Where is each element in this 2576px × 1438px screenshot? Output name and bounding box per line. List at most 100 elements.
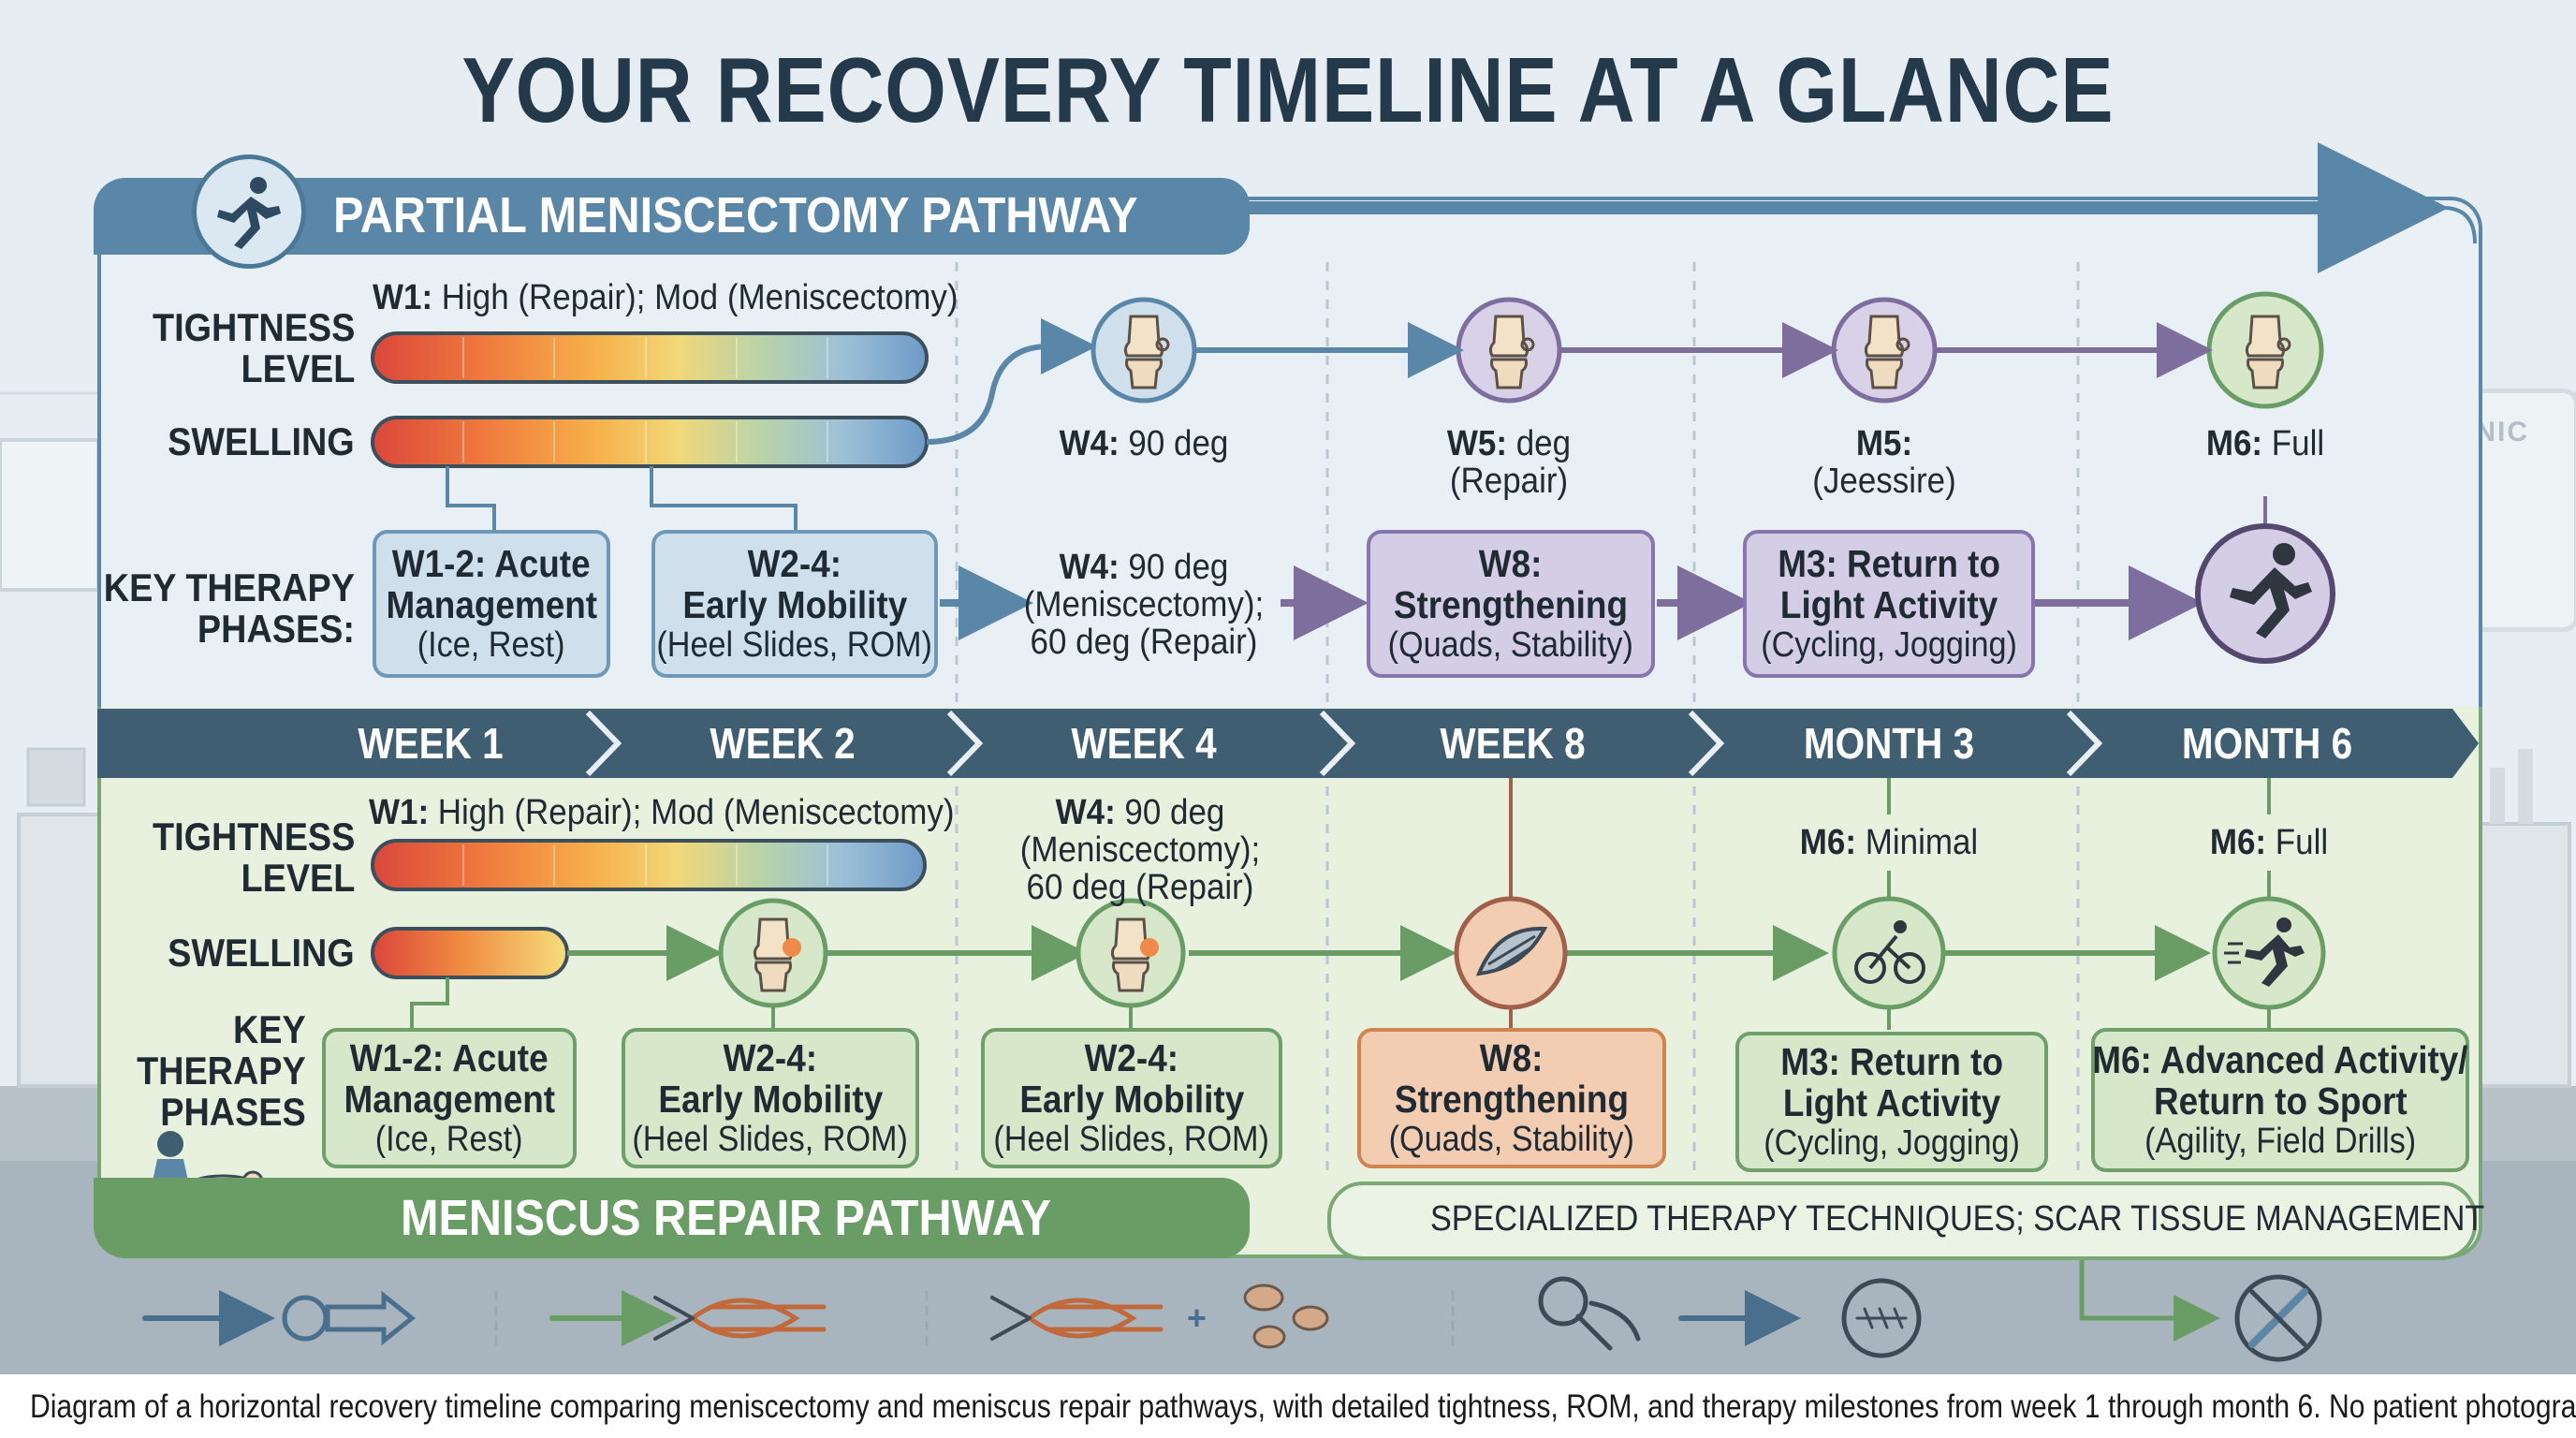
top-tightness-note-text: High (Repair); Mod (Meniscectomy) bbox=[432, 278, 959, 317]
top-tightness-label: TIGHTNESS LEVEL bbox=[153, 307, 355, 389]
top-phase-early-mobility: W2-4: Early Mobility (Heel Slides, ROM) bbox=[651, 530, 938, 678]
bottom-tightness-note-key: W1: bbox=[369, 793, 430, 832]
bottom-phases-label-line2: THERAPY bbox=[137, 1049, 306, 1093]
running-person-icon bbox=[217, 177, 281, 249]
bottom-phase-early-mobility-2-title1: W2-4: bbox=[1084, 1036, 1179, 1079]
bottom-m6-minimal-key: M6: bbox=[1799, 823, 1857, 862]
top-tightness-label-line1: TIGHTNESS bbox=[152, 305, 355, 349]
bottom-phase-light-activity-title2: Light Activity bbox=[1782, 1081, 2001, 1124]
sprinter-icon bbox=[2230, 543, 2312, 638]
top-milestone-w5: W5: deg (Repair) bbox=[1412, 425, 1605, 500]
bottom-phase-return-to-sport: M6: Advanced Activity/ Return to Sport (… bbox=[2091, 1028, 2469, 1172]
top-phase-light-activity: M3: Return to Light Activity (Cycling, J… bbox=[1743, 530, 2035, 678]
timeline-week-1: WEEK 1 bbox=[358, 719, 504, 768]
bottom-tightness-note: W1: High (Repair); Mod (Meniscectomy) bbox=[369, 794, 955, 831]
top-phase-acute: W1-2: Acute Management (Ice, Rest) bbox=[373, 530, 610, 678]
top-phase-acute-title2: Management bbox=[386, 583, 597, 626]
top-tightness-note-key: W1: bbox=[373, 278, 433, 317]
timeline-week-2: WEEK 2 bbox=[710, 719, 856, 768]
legend-strip: + bbox=[142, 1274, 2322, 1362]
top-phase-early-mobility-title2: Early Mobility bbox=[682, 583, 907, 626]
top-phase-early-mobility-title1: W2-4: bbox=[747, 542, 842, 585]
bottom-phase-return-to-sport-detail: (Agility, Field Drills) bbox=[2144, 1122, 2417, 1161]
repair-banner-title: MENISCUS REPAIR PATHWAY bbox=[401, 1190, 1051, 1246]
top-milestone-m5: M5: (Jeessire) bbox=[1787, 425, 1982, 500]
tissue-icon bbox=[1454, 896, 1568, 1010]
running-person-badge bbox=[192, 154, 306, 269]
bottom-m6-full-key: M6: bbox=[2209, 823, 2267, 862]
bottom-knee-1 bbox=[718, 898, 828, 1008]
bottom-swelling-label: SWELLING bbox=[168, 931, 355, 975]
top-phase-strengthening: W8: Strengthening (Quads, Stability) bbox=[1367, 530, 1655, 678]
top-rom-note-key: W4: bbox=[1059, 548, 1120, 587]
timeline-week-4: WEEK 4 bbox=[1071, 719, 1217, 768]
top-phase-early-mobility-detail: (Heel Slides, ROM) bbox=[656, 625, 933, 665]
bottom-phase-strengthening-title1: W8: bbox=[1480, 1036, 1544, 1079]
bottom-phase-early-mobility-2-title2: Early Mobility bbox=[1019, 1078, 1244, 1121]
top-runner-badge bbox=[2195, 523, 2335, 664]
bottom-phase-acute: W1-2: Acute Management (Ice, Rest) bbox=[322, 1028, 577, 1168]
bottom-phase-acute-title2: Management bbox=[344, 1078, 555, 1121]
top-phases-label-line1: KEY THERAPY bbox=[103, 565, 355, 609]
bottom-rom-note-line2: (Meniscectomy); bbox=[1019, 830, 1261, 870]
top-milestone-w5-key: W5: bbox=[1446, 424, 1508, 463]
bottom-phase-strengthening-detail: (Quads, Stability) bbox=[1388, 1120, 1635, 1159]
bottom-sprinter-icon bbox=[2212, 896, 2326, 1010]
top-phases-label-line2: PHASES: bbox=[197, 607, 355, 651]
svg-text:+: + bbox=[1187, 1299, 1207, 1337]
top-tightness-note: W1: High (Repair); Mod (Meniscectomy) bbox=[373, 279, 959, 316]
top-milestone-w5-text: deg bbox=[1507, 424, 1572, 463]
bottom-phase-strengthening: W8: Strengthening (Quads, Stability) bbox=[1357, 1028, 1666, 1168]
bottom-phase-return-to-sport-title2: Return to Sport bbox=[2153, 1079, 2408, 1123]
bottom-tightness-note-text: High (Repair); Mod (Meniscectomy) bbox=[429, 793, 955, 832]
top-phases-label: KEY THERAPY PHASES: bbox=[104, 567, 355, 650]
bottom-phase-return-to-sport-title1: M6: Advanced Activity/ bbox=[2092, 1038, 2468, 1081]
top-rom-note-line2: (Meniscectomy); bbox=[1023, 585, 1265, 624]
top-rom-note: W4: 90 deg (Meniscectomy); 60 deg (Repai… bbox=[1023, 549, 1265, 661]
bottom-phase-early-mobility-1-detail: (Heel Slides, ROM) bbox=[632, 1120, 909, 1159]
top-milestone-m6-text: Full bbox=[2262, 424, 2325, 463]
bottom-m6-minimal-text: Minimal bbox=[1856, 823, 1979, 862]
bottom-knee-2 bbox=[1076, 898, 1186, 1008]
bottom-phase-strengthening-title2: Strengthening bbox=[1394, 1078, 1630, 1121]
top-milestone-w4: W4: 90 deg bbox=[1049, 425, 1238, 462]
timeline-bar bbox=[97, 709, 2479, 778]
bottom-phase-light-activity: M3: Return to Light Activity (Cycling, J… bbox=[1735, 1032, 2048, 1172]
top-milestone-m5-key: M5: bbox=[1855, 424, 1913, 463]
top-knee-1 bbox=[1090, 297, 1197, 404]
specialized-therapy-text: SPECIALIZED THERAPY TECHNIQUES; SCAR TIS… bbox=[1430, 1199, 2485, 1239]
top-rom-note-text: 90 deg bbox=[1119, 548, 1229, 587]
bottom-phase-light-activity-title1: M3: Return to bbox=[1780, 1040, 2003, 1083]
top-tightness-label-line2: LEVEL bbox=[241, 346, 355, 390]
meniscectomy-banner-title: PARTIAL MENISCECTOMY PATHWAY bbox=[333, 187, 1138, 243]
top-phase-strengthening-detail: (Quads, Stability) bbox=[1387, 625, 1634, 665]
top-tightness-bar bbox=[371, 331, 929, 384]
top-phase-light-activity-title1: M3: Return to bbox=[1778, 542, 2000, 585]
bottom-phases-label-line1: KEY bbox=[233, 1007, 306, 1051]
top-phase-acute-title1: W1-2: Acute bbox=[392, 542, 591, 585]
timeline-week-8: WEEK 8 bbox=[1440, 719, 1586, 768]
bottom-phase-light-activity-detail: (Cycling, Jogging) bbox=[1764, 1123, 2020, 1163]
bottom-tightness-label-line1: TIGHTNESS bbox=[152, 814, 355, 858]
bottom-m6-minimal: M6: Minimal bbox=[1768, 824, 2010, 861]
top-swelling-bar bbox=[371, 416, 929, 468]
top-milestone-w5-line2: (Repair) bbox=[1449, 462, 1569, 501]
bottom-rom-note-key: W4: bbox=[1055, 793, 1116, 832]
top-phase-strengthening-title1: W8: bbox=[1479, 542, 1543, 585]
top-rom-note-line3: 60 deg (Repair) bbox=[1030, 623, 1258, 662]
bottom-phase-early-mobility-2-detail: (Heel Slides, ROM) bbox=[993, 1120, 1270, 1159]
cyclist-icon bbox=[1832, 896, 1946, 1010]
bottom-phase-acute-title1: W1-2: Acute bbox=[350, 1036, 549, 1079]
top-swelling-label: SWELLING bbox=[168, 419, 355, 463]
top-milestone-w4-key: W4: bbox=[1059, 424, 1120, 463]
specialized-therapy-pill bbox=[1327, 1181, 2477, 1260]
bottom-rom-note: W4: 90 deg (Meniscectomy); 60 deg (Repai… bbox=[1019, 794, 1261, 906]
bottom-phases-label-line3: PHASES bbox=[160, 1090, 306, 1134]
top-milestone-m5-line2: (Jeessire) bbox=[1812, 462, 1956, 501]
top-milestone-w4-text: 90 deg bbox=[1119, 424, 1229, 463]
bottom-phase-early-mobility-1: W2-4: Early Mobility (Heel Slides, ROM) bbox=[622, 1028, 919, 1168]
bottom-phases-label: KEY THERAPY PHASES bbox=[137, 1009, 306, 1133]
no-scar-icon bbox=[2234, 1274, 2322, 1362]
bottom-phase-early-mobility-1-title2: Early Mobility bbox=[658, 1078, 883, 1121]
bottom-phase-early-mobility-1-title1: W2-4: bbox=[723, 1036, 818, 1079]
